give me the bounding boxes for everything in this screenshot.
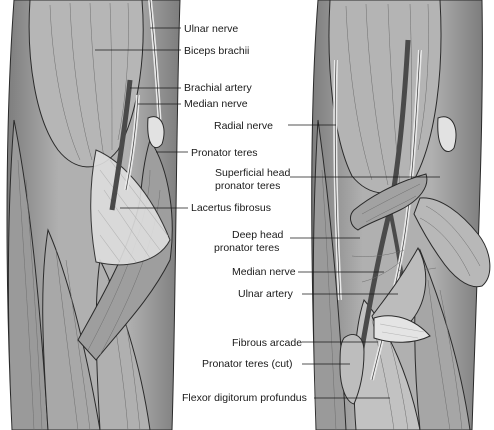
leader-lines: [95, 27, 440, 399]
right-arm-illustration: [311, 0, 491, 430]
label-flexor-digitorum-profundus: Flexor digitorum profundus: [182, 392, 307, 404]
label-deep-head-line1: Deep head: [232, 229, 284, 241]
label-superficial-head-line2: pronator teres: [215, 180, 280, 192]
label-median-nerve-lower: Median nerve: [232, 266, 296, 278]
label-ulnar-artery: Ulnar artery: [238, 288, 294, 300]
medial-epicondyle-right: [437, 116, 457, 152]
label-deep-head-line2: pronator teres: [214, 242, 279, 254]
reflected-pronator-teres-flap: [413, 197, 491, 288]
fibrous-arcade: [373, 315, 431, 343]
label-radial-nerve: Radial nerve: [214, 120, 273, 132]
lateral-forearm-muscle: [312, 119, 347, 430]
label-fibrous-arcade: Fibrous arcade: [232, 337, 302, 349]
label-pronator-teres: Pronator teres: [191, 147, 258, 159]
label-brachial-artery: Brachial artery: [184, 82, 252, 94]
superficial-head-pronator-teres: [350, 173, 428, 231]
label-pronator-teres-cut: Pronator teres (cut): [202, 358, 292, 370]
label-median-nerve-upper: Median nerve: [184, 98, 248, 110]
label-ulnar-nerve: Ulnar nerve: [184, 23, 238, 35]
label-superficial-head-line1: Superficial head: [215, 167, 290, 179]
brachial-artery: [109, 79, 133, 211]
biceps-brachii-muscle: [28, 0, 144, 168]
flexor-muscle-group: [42, 228, 101, 430]
left-arm-illustration: [6, 0, 181, 430]
labels: Ulnar nerve Biceps brachii Brachial arte…: [182, 23, 307, 404]
label-biceps-brachii: Biceps brachii: [184, 45, 249, 57]
lacertus-fibrosus: [90, 149, 171, 266]
pronator-teres-cut: [339, 334, 365, 405]
label-lacertus-fibrosus: Lacertus fibrosus: [191, 202, 271, 214]
medial-epicondyle: [147, 116, 165, 149]
